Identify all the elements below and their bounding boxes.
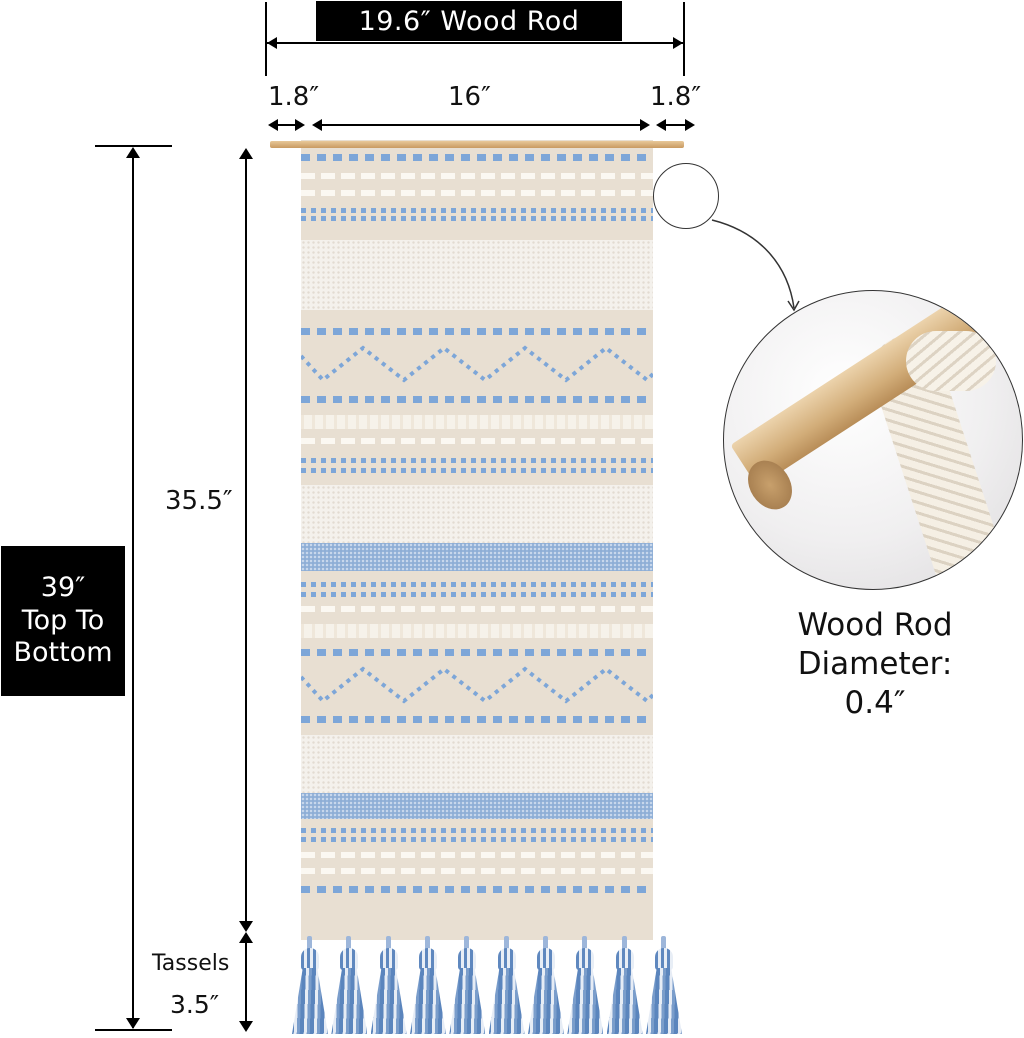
arrow-right-icon: [295, 119, 305, 131]
blue-dot-band: [301, 154, 653, 161]
white-stitch-band: [301, 852, 653, 858]
tapestry-fabric: [301, 140, 653, 940]
total-height-top-cap: [95, 145, 172, 147]
arrow-up-icon: [126, 147, 140, 158]
arrow-left-icon: [268, 119, 278, 131]
white-stitch-band: [301, 606, 653, 612]
left-overhang-label: 1.8″: [268, 82, 320, 112]
zigzag-pattern: [301, 666, 653, 704]
blue-dot-band: [301, 328, 653, 335]
fabric-length-label: 35.5″: [165, 486, 233, 516]
zigzag-pattern: [301, 345, 653, 383]
tassel: [292, 936, 328, 1036]
blue-dot-band: [301, 582, 653, 587]
arrow-up-icon: [239, 932, 253, 943]
right-overhang-label: 1.8″: [650, 82, 702, 112]
tassel: [370, 936, 407, 1036]
fabric-length-dimension-line: [245, 152, 247, 928]
white-stitch-band: [301, 438, 653, 444]
arrow-left-icon: [267, 37, 277, 49]
tassel: [606, 936, 643, 1036]
blue-dot-band: [301, 216, 653, 221]
blue-dot-band: [301, 649, 653, 656]
tassels-label: Tassels: [152, 951, 230, 976]
arrow-left-icon: [312, 119, 322, 131]
arrow-right-icon: [673, 37, 683, 49]
rod-caption-line2: Diameter:: [797, 645, 953, 682]
blue-dot-band: [301, 208, 653, 213]
tassel: [331, 936, 368, 1036]
rod-caption-line3: 0.4″: [844, 684, 906, 721]
blue-shag-band: [301, 793, 653, 819]
white-stitch-band: [301, 173, 653, 179]
tassel-row: [292, 936, 682, 1036]
blue-dot-band: [301, 396, 653, 403]
left-overhang-dimension-line: [272, 124, 302, 126]
white-braid-band: [301, 415, 653, 429]
fabric-width-dimension-line: [316, 124, 646, 126]
white-stitch-band: [301, 868, 653, 874]
arrow-left-icon: [656, 119, 666, 131]
rod-right-extent-line: [683, 2, 685, 76]
white-shag-band: [301, 485, 653, 543]
arrow-down-icon: [126, 1018, 140, 1029]
rod-detail-magnifier: [723, 290, 1023, 590]
arrow-right-icon: [640, 119, 650, 131]
arrow-down-icon: [239, 921, 253, 932]
rod-diameter-caption: Wood Rod Diameter: 0.4″: [770, 606, 980, 722]
blue-dot-band: [301, 592, 653, 597]
total-height-text-line2: Bottom: [13, 637, 113, 669]
blue-dot-band: [301, 468, 653, 473]
rope-knot: [906, 331, 996, 391]
white-braid-band: [301, 624, 653, 638]
fabric-width-label: 16″: [448, 82, 491, 112]
white-shag-band: [301, 735, 653, 793]
tassel: [527, 936, 564, 1036]
blue-dot-band: [301, 716, 653, 723]
total-height-bottom-cap: [95, 1029, 172, 1031]
arrow-up-icon: [239, 148, 253, 159]
callout-arrow-icon: [711, 219, 800, 312]
tassels-length-label: 3.5″: [170, 990, 220, 1019]
tassel: [567, 936, 604, 1036]
white-stitch-band: [301, 190, 653, 196]
wood-rod: [270, 141, 684, 148]
blue-dot-band: [301, 458, 653, 463]
arrow-down-icon: [239, 1021, 253, 1032]
right-overhang-dimension-line: [660, 124, 690, 126]
zoom-source-circle: [653, 163, 719, 229]
blue-dot-band: [301, 828, 653, 833]
tassel: [488, 936, 525, 1036]
rod-left-extent-line: [265, 2, 267, 76]
tassel: [409, 936, 446, 1036]
rod-length-banner: 19.6″ Wood Rod: [316, 1, 622, 41]
total-height-box: 39″ Top To Bottom: [1, 546, 125, 696]
tassel: [645, 936, 682, 1036]
rod-caption-line1: Wood Rod: [797, 607, 953, 643]
arrow-right-icon: [685, 119, 695, 131]
total-height-dimension-line: [132, 150, 134, 1028]
blue-dot-band: [301, 886, 653, 893]
rod-width-dimension-line: [267, 42, 683, 44]
tassel: [449, 936, 486, 1036]
blue-shag-band: [301, 543, 653, 571]
total-height-value: 39″: [40, 571, 86, 603]
blue-dot-band: [301, 837, 653, 842]
total-height-text-line1: Top To: [21, 604, 105, 636]
tassel-length-dimension-line: [245, 934, 247, 1030]
white-shag-band: [301, 240, 653, 310]
